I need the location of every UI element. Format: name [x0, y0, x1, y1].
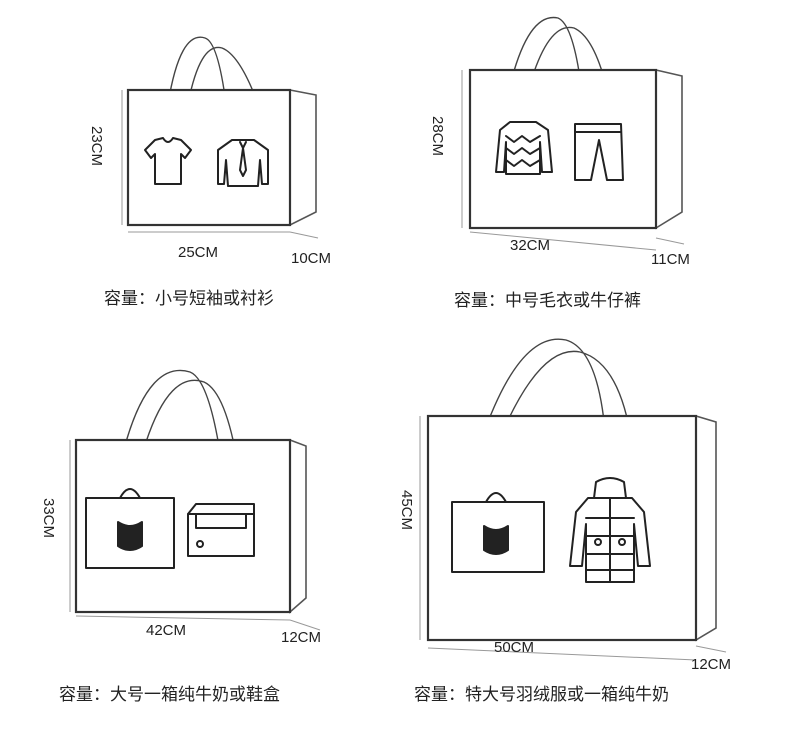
depth-label: 10CM [291, 250, 331, 267]
capacity-caption: 容量：小号短袖或衬衫 [104, 289, 274, 309]
width-label: 32CM [510, 237, 550, 254]
shirt-tie-icon [217, 139, 269, 187]
down-jacket-icon [569, 477, 651, 583]
height-label: 23CM [88, 126, 105, 166]
height-label: 28CM [429, 116, 446, 156]
bag-medium: 28CM 32CM 11CM 容量：中号毛衣或牛仔裤 [429, 16, 690, 311]
bag-extra-large: 45CM 50CM 12CM 容量：特大号羽绒服或一箱纯牛奶 [398, 338, 731, 705]
bag-side-panel [289, 438, 307, 614]
pants-icon [574, 123, 624, 181]
milk-box-icon [85, 488, 175, 569]
shoe-box-icon [187, 503, 255, 557]
t-shirt-icon [144, 137, 192, 185]
bag-small: 23CM 25CM 10CM 容量：小号短袖或衬衫 [88, 36, 331, 309]
bag-handle [167, 36, 259, 105]
bag-handle [125, 369, 239, 467]
bag-side-panel [695, 414, 717, 642]
height-label: 45CM [398, 490, 415, 530]
bag-handle [481, 338, 633, 445]
width-label: 50CM [494, 639, 534, 656]
bag-handle [511, 16, 605, 79]
capacity-caption: 容量：大号一箱纯牛奶或鞋盒 [59, 685, 280, 705]
bag-side-panel [655, 68, 683, 230]
depth-label: 12CM [281, 629, 321, 646]
width-label: 42CM [146, 622, 186, 639]
depth-label: 12CM [691, 656, 731, 673]
bag-side-panel [289, 89, 317, 227]
milk-box-icon [451, 492, 545, 573]
bag-front-panel [468, 68, 658, 230]
height-label: 33CM [40, 498, 57, 538]
sweater-icon [495, 121, 553, 175]
depth-label: 11CM [651, 251, 690, 268]
width-label: 25CM [178, 244, 218, 261]
bag-large: 33CM 42CM 12CM 容量：大号一箱纯牛奶或鞋盒 [40, 369, 321, 705]
capacity-caption: 容量：中号毛衣或牛仔裤 [454, 291, 641, 311]
capacity-caption: 容量：特大号羽绒服或一箱纯牛奶 [414, 685, 669, 705]
